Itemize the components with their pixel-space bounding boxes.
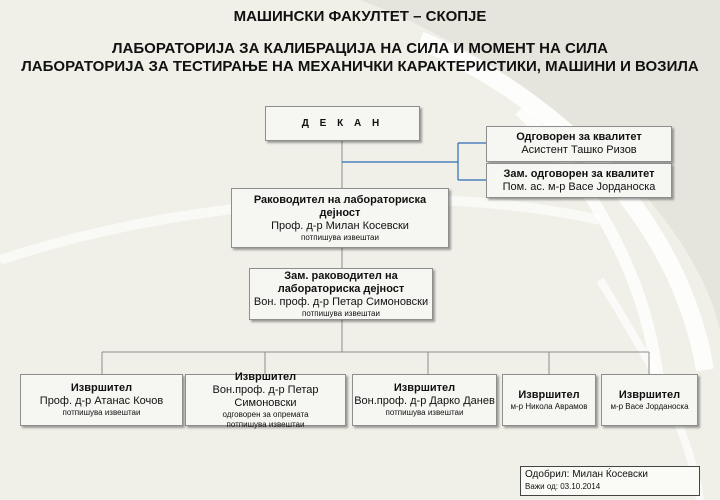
deputy-head-title-1: Зам. раководител на	[284, 269, 398, 282]
executor-note: одговорен за опремата	[222, 409, 309, 419]
deputy-head-name: Вон. проф. д-р Петар Симоновски	[253, 295, 429, 308]
deputy-head-title-2: лабораториска дејност	[277, 282, 405, 295]
lab-title-2: ЛАБОРАТОРИЈА ЗА ТЕСТИРАЊЕ НА МЕХАНИЧКИ К…	[21, 58, 699, 75]
quality-box: Одговорен за квалитет Асистент Ташко Риз…	[486, 126, 672, 162]
deputy-quality-title: Зам. одговорен за квалитет	[503, 167, 655, 180]
head-title: Раководител на лабораториска дејност	[253, 193, 427, 219]
deputy-quality-box: Зам. одговорен за квалитет Пом. ас. м-р …	[486, 163, 672, 198]
faculty-title: МАШИНСКИ ФАКУЛТЕТ – СКОПЈЕ	[233, 8, 487, 25]
executor-title: Извршител	[70, 382, 133, 394]
executor-note: потпишува извештаи	[385, 408, 464, 417]
quality-name: Асистент Ташко Ризов	[521, 144, 637, 156]
executor-name: м-р Никола Аврамов	[510, 401, 588, 411]
executor-title: Извршител	[393, 382, 456, 394]
executor-box: Извршител Вон.проф. д-р Петар Симоновски…	[185, 370, 346, 429]
approval-approved: Одобрил: Милан Ќосевски	[525, 469, 648, 480]
executor-name: Вон.проф. д-р Петар Симоновски	[212, 383, 319, 409]
lab-title-1: ЛАБОРАТОРИЈА ЗА КАЛИБРАЦИЈА НА СИЛА И МО…	[112, 40, 608, 57]
executor-title: Извршител	[234, 370, 297, 383]
executor-title: Извршител	[618, 388, 681, 401]
deputy-quality-name: Пом. ас. м-р Васе Јорданоска	[502, 180, 656, 193]
executor-name: Проф. д-р Атанас Кочов	[39, 395, 164, 407]
head-note: потпишува извештаи	[301, 232, 379, 242]
executor-title: Извршител	[518, 388, 580, 401]
executor-name: Вон.проф. д-р Дарко Данев	[354, 395, 495, 407]
deputy-head-box: Зам. раководител на лабораториска дејнос…	[249, 268, 433, 320]
head-box: Раководител на лабораториска дејност Про…	[231, 188, 449, 248]
approval-valid: Важи од: 03.10.2014	[525, 482, 601, 491]
dean-label: Д Е К А Н	[301, 118, 384, 129]
executor-note-2: потпишува извештаи	[226, 419, 305, 429]
quality-title: Одговорен за квалитет	[516, 131, 642, 143]
executor-box: Извршител Вон.проф. д-р Дарко Данев потп…	[352, 374, 497, 426]
executor-box: Извршител м-р Васе Јорданоска	[601, 374, 698, 426]
dean-box: Д Е К А Н	[265, 106, 420, 141]
head-name: Проф. д-р Милан Косевски	[271, 219, 409, 232]
executor-name: м-р Васе Јорданоска	[610, 401, 689, 411]
executor-note: потпишува извештаи	[62, 408, 141, 417]
approval-box: Одобрил: Милан Ќосевски Важи од: 03.10.2…	[520, 466, 700, 496]
executor-box: Извршител Проф. д-р Атанас Кочов потпишу…	[20, 374, 183, 426]
deputy-head-note: потпишува извештаи	[302, 308, 380, 318]
executor-box: Извршител м-р Никола Аврамов	[502, 374, 596, 426]
